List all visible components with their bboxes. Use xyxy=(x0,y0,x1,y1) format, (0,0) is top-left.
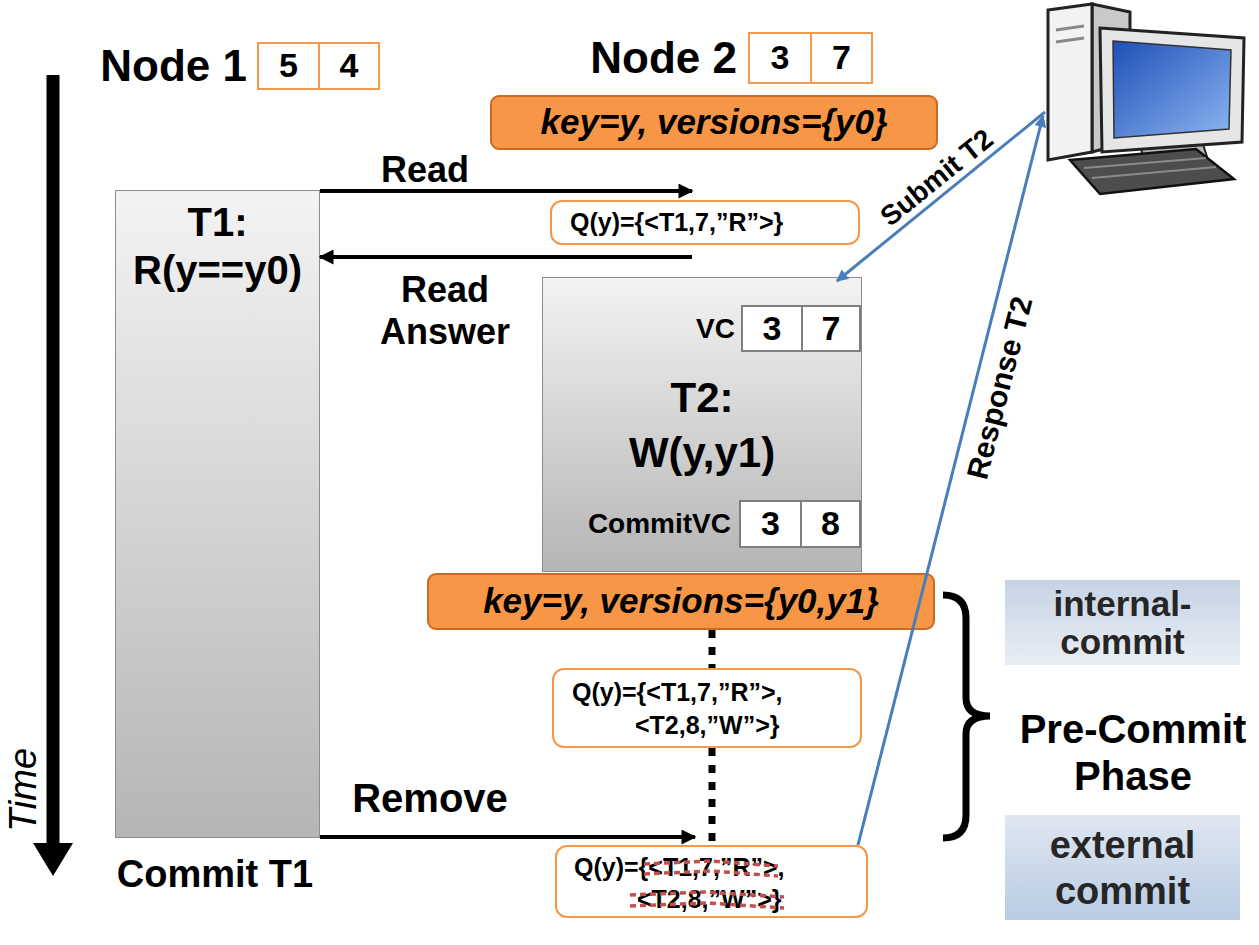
vector-cell: 4 xyxy=(318,44,378,88)
strike-line xyxy=(630,892,784,897)
vector-value: 7 xyxy=(812,34,871,82)
timeline-dots xyxy=(709,748,716,845)
clock-vector: Node 154 xyxy=(257,42,380,90)
commit-label: Commit T1 xyxy=(117,853,313,897)
message-arrow xyxy=(320,255,692,259)
vector-value: 3 xyxy=(750,34,810,82)
phase-text: internal-commit xyxy=(1005,580,1240,665)
vector-cell: 7 xyxy=(810,34,871,82)
monitor-stand xyxy=(1140,141,1208,164)
vector-cell: 3 xyxy=(750,34,810,82)
transaction-box: T2: W(y,y1)VC37CommitVC38 xyxy=(542,277,862,572)
transaction-box: T1: R(y==y0) xyxy=(115,190,320,838)
node-title: Node 2 xyxy=(590,33,737,83)
time-axis xyxy=(33,75,73,876)
phase-label: Pre-Commit Phase xyxy=(1008,706,1258,800)
edge-label: Remove xyxy=(352,775,508,821)
node-title: Node 1 xyxy=(100,41,247,91)
strike-line xyxy=(644,861,778,866)
strike-marks xyxy=(630,861,784,908)
vector-cell: 5 xyxy=(259,44,318,88)
vector-value: 3 xyxy=(741,502,800,546)
tower-side xyxy=(1092,4,1130,152)
vector-value: 8 xyxy=(802,502,859,546)
edge-label: Read Answer xyxy=(365,269,525,353)
vector-value: 7 xyxy=(803,307,859,350)
queue-text: Q(y)={<T1,7,”R”>, <T2,8,”W”>} xyxy=(554,676,835,742)
clock-vector: VC37 xyxy=(741,305,861,352)
drive-slot xyxy=(1056,38,1084,42)
vector-cell: 8 xyxy=(800,502,859,546)
vector-cell: 3 xyxy=(743,307,801,350)
vector-label: VC xyxy=(696,313,735,345)
response-link xyxy=(858,116,1043,845)
strike-line xyxy=(644,871,778,876)
version-text: key=y, versions={y0,y1} xyxy=(429,575,933,628)
version-text: key=y, versions={y0} xyxy=(492,97,936,148)
keyboard-keys xyxy=(1084,158,1206,168)
time-axis-label: Time xyxy=(2,748,46,832)
time-axis-head xyxy=(33,843,73,876)
keyboard xyxy=(1070,149,1234,194)
tower-front xyxy=(1048,4,1092,160)
edge-label: Read xyxy=(381,149,469,190)
client-links xyxy=(837,112,1045,845)
phase-box: internal-commit xyxy=(1005,580,1240,665)
vector-label: CommitVC xyxy=(588,508,731,540)
submit-link xyxy=(837,112,1045,281)
vector-value: 3 xyxy=(743,307,801,350)
transaction-text: T1: R(y==y0) xyxy=(123,198,313,294)
message-arrow xyxy=(320,189,692,193)
strike-line xyxy=(630,903,784,908)
phase-bracket xyxy=(943,595,990,838)
monitor-frame xyxy=(1100,28,1244,152)
vector-value: 5 xyxy=(259,44,318,88)
vector-cell: 3 xyxy=(741,502,800,546)
queue-box: Q(y)={<T1,7,”R”>, <T2,8,”W”>} xyxy=(552,668,862,748)
version-store: key=y, versions={y0,y1} xyxy=(427,573,935,630)
drive-slot xyxy=(1056,26,1084,30)
queue-box: Q(y)={<T1,7,”R”>} xyxy=(550,200,860,245)
computer-illustration xyxy=(1048,4,1244,194)
phase-text: external commit xyxy=(1005,815,1240,920)
keyboard-keys xyxy=(1092,167,1216,178)
vector-cell: 7 xyxy=(801,307,859,350)
version-store: key=y, versions={y0} xyxy=(490,95,938,150)
queue-box: Q(y)={<T1,7,”R”>, <T2,8,”W”>} xyxy=(555,845,868,918)
transaction-text: T2: W(y,y1) xyxy=(602,370,802,480)
vector-value: 4 xyxy=(320,44,378,88)
clock-vector: CommitVC38 xyxy=(739,500,861,548)
phase-box: external commit xyxy=(1005,815,1240,920)
monitor-screen xyxy=(1113,41,1231,138)
clock-vector: Node 237 xyxy=(748,32,873,84)
queue-text: Q(y)={<T1,7,”R”>} xyxy=(552,202,858,243)
link-label: Response T2 xyxy=(960,293,1040,482)
queue-text: Q(y)={<T1,7,”R”>, <T2,8,”W”>} xyxy=(557,851,837,915)
timeline-dots xyxy=(709,630,716,668)
message-arrow xyxy=(320,835,695,839)
time-axis-line xyxy=(47,75,60,845)
